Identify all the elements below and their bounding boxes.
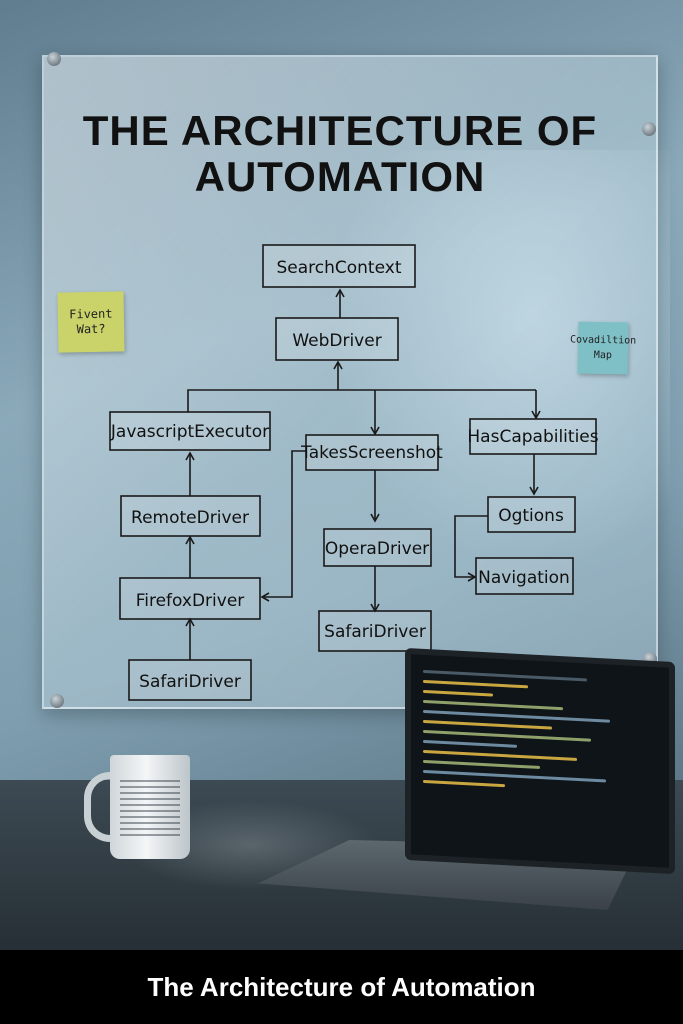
laptop-screen — [405, 647, 675, 875]
mug-print — [120, 780, 180, 840]
caption-text: The Architecture of Automation — [147, 971, 536, 1002]
node-options: Ogtions — [487, 496, 576, 533]
node-label: SearchContext — [276, 258, 401, 278]
board-bolt — [50, 694, 64, 708]
mug-handle — [84, 772, 125, 842]
node-hascapabilities: HasCapabilities — [467, 418, 599, 455]
node-webdriver: WebDriver — [275, 317, 399, 361]
photo-scene: THE ARCHITECTURE OF AUTOMATION SearchCon… — [0, 0, 683, 950]
node-operadriver: OperaDriver — [323, 528, 432, 567]
node-safaridriver-bottom: SafariDriver — [128, 659, 252, 701]
node-label: RemoteDriver — [131, 508, 249, 528]
board-bolt — [47, 52, 61, 66]
board-bolt — [642, 122, 656, 136]
node-navigation: Navigation — [475, 557, 574, 595]
node-takesscreenshot: TakesScreenshot — [300, 434, 443, 471]
node-label: SafariDriver — [139, 672, 241, 692]
title-line-1: THE ARCHITECTURE OF — [82, 107, 598, 154]
diagram-title: THE ARCHITECTURE OF AUTOMATION — [60, 108, 620, 200]
sticky-note-left: Fivent Wat? — [57, 291, 125, 353]
node-firefoxdriver: FirefoxDriver — [119, 577, 261, 620]
node-javascriptexecutor: JavascriptExecutor — [109, 411, 271, 451]
note-line: Wat? — [76, 321, 106, 337]
node-safaridriver-mid: SafariDriver — [318, 610, 432, 652]
node-label: WebDriver — [292, 331, 381, 351]
node-label: Ogtions — [498, 506, 564, 526]
sticky-note-right: Covadiltion Map — [570, 321, 636, 375]
edge-horizontal-bus — [187, 389, 536, 412]
note-line: Map — [593, 349, 612, 362]
node-label: JavascriptExecutor — [110, 422, 269, 442]
node-label: HasCapabilities — [467, 427, 598, 447]
edge-options-navigation — [454, 515, 488, 582]
node-label: OperaDriver — [325, 539, 429, 559]
title-line-2: AUTOMATION — [194, 153, 486, 200]
node-label: FirefoxDriver — [136, 591, 245, 611]
note-line: Covadiltion — [569, 334, 637, 347]
edge-takesscreenshot-firefox — [260, 450, 306, 602]
node-label: SafariDriver — [324, 622, 426, 642]
node-searchcontext: SearchContext — [262, 244, 416, 288]
glass-board — [42, 55, 658, 709]
caption-bar: The Architecture of Automation — [0, 950, 683, 1024]
note-line: Fivent — [69, 306, 113, 322]
node-label: TakesScreenshot — [300, 443, 443, 463]
coffee-mug — [110, 755, 190, 859]
class-hierarchy-diagram: SearchContext WebDriver JavascriptExecut… — [109, 244, 599, 701]
node-label: Navigation — [478, 568, 570, 588]
node-remotedriver: RemoteDriver — [120, 495, 261, 537]
